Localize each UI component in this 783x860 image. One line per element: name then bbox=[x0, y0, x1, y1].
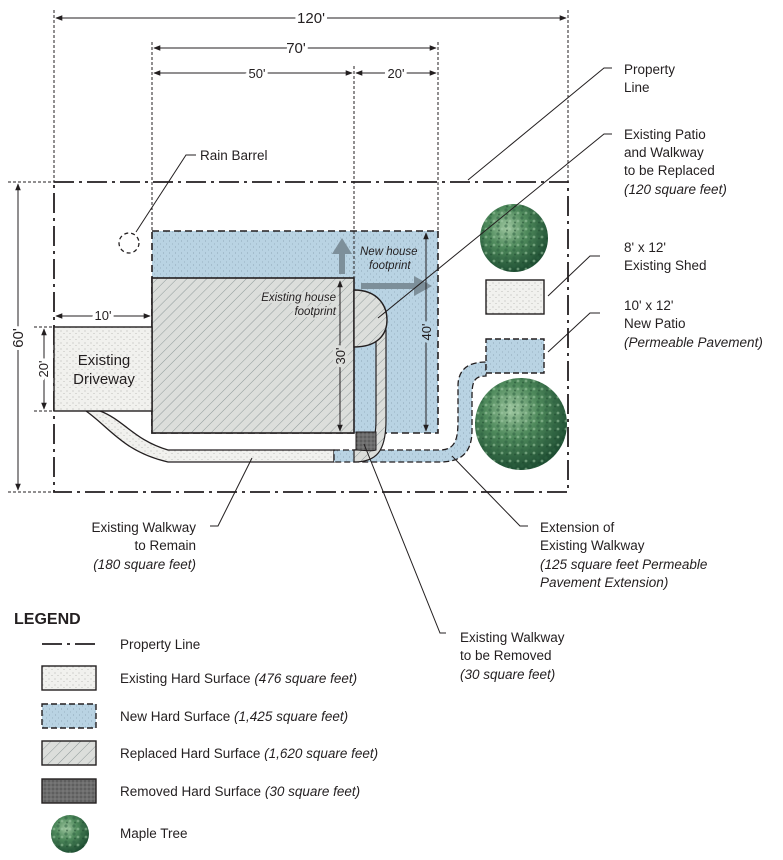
driveway-label: Existing bbox=[78, 352, 131, 369]
legend-removed: Removed Hard Surface (30 square feet) bbox=[120, 784, 360, 799]
expansion-arrow-icon bbox=[361, 276, 432, 296]
existing-house-footprint bbox=[151, 277, 355, 434]
walk-remain-label: Existing Walkway bbox=[91, 520, 196, 535]
dim-60: 60' bbox=[10, 328, 27, 348]
maple-tree-icon bbox=[475, 378, 567, 470]
rain-barrel-icon bbox=[118, 232, 140, 254]
legend-maple-tree: Maple Tree bbox=[120, 826, 188, 841]
new-patio-label: (Permeable Pavement) bbox=[624, 335, 763, 350]
existing-house-label: footprint bbox=[294, 306, 336, 318]
walk-removed-label: to be Removed bbox=[460, 648, 552, 663]
extension-area: Pavement Extension) bbox=[540, 575, 668, 590]
walk-removed-label: Existing Walkway bbox=[460, 630, 565, 645]
new-patio-label: 10' x 12' bbox=[624, 298, 673, 313]
patio-replaced-area: (120 square feet) bbox=[624, 182, 727, 197]
walk-remain-label: to Remain bbox=[134, 538, 196, 553]
new-patio bbox=[485, 338, 545, 374]
legend-replaced-swatch bbox=[41, 740, 97, 766]
patio-replaced-label: Existing Patio bbox=[624, 127, 706, 142]
walk-remain-area: (180 square feet) bbox=[93, 557, 196, 572]
dim-10: 10' bbox=[95, 308, 112, 323]
new-house-label: footprint bbox=[369, 260, 411, 272]
legend-property-line: Property Line bbox=[120, 637, 200, 652]
driveway-label: Driveway bbox=[73, 371, 135, 388]
legend-new: New Hard Surface (1,425 square feet) bbox=[120, 709, 348, 724]
removed-walkway bbox=[355, 431, 377, 452]
extension-area: (125 square feet Permeable bbox=[540, 557, 707, 572]
dim-20-top: 20' bbox=[388, 66, 405, 81]
legend-tree-icon bbox=[51, 815, 89, 853]
walkway-extension bbox=[333, 361, 487, 463]
shed-label: 8' x 12' bbox=[624, 240, 666, 255]
legend-replaced: Replaced Hard Surface (1,620 square feet… bbox=[120, 746, 378, 761]
existing-house-label: Existing house bbox=[261, 292, 336, 304]
new-house-label: New house bbox=[360, 246, 418, 258]
legend: LEGEND Property Line Existing Hard Surfa… bbox=[14, 611, 378, 853]
property-line-label: Property bbox=[624, 62, 675, 77]
legend-title: LEGEND bbox=[14, 611, 81, 628]
replaced-patio bbox=[353, 289, 388, 348]
dim-120: 120' bbox=[297, 10, 325, 27]
legend-existing-swatch bbox=[41, 665, 97, 691]
legend-new-swatch bbox=[41, 703, 97, 729]
maple-tree-icon bbox=[480, 204, 548, 272]
dimension-lines bbox=[8, 10, 569, 493]
new-patio-label: New Patio bbox=[624, 316, 686, 331]
legend-existing: Existing Hard Surface (476 square feet) bbox=[120, 671, 357, 686]
dim-40: 40' bbox=[419, 324, 434, 341]
existing-walkway bbox=[83, 410, 335, 463]
patio-replaced-label: and Walkway bbox=[624, 145, 704, 160]
shed-label: Existing Shed bbox=[624, 258, 707, 273]
expansion-arrow-icon bbox=[332, 238, 352, 274]
rain-barrel-label: Rain Barrel bbox=[200, 148, 268, 163]
extension-label: Existing Walkway bbox=[540, 538, 645, 553]
leader-lines bbox=[135, 67, 612, 634]
legend-removed-swatch bbox=[41, 778, 97, 804]
dim-70: 70' bbox=[286, 40, 306, 57]
existing-shed bbox=[485, 279, 545, 315]
dim-50: 50' bbox=[249, 66, 266, 81]
dim-20-driveway: 20' bbox=[36, 361, 51, 378]
dim-30: 30' bbox=[333, 348, 348, 365]
patio-replaced-label: to be Replaced bbox=[624, 163, 715, 178]
extension-label: Extension of bbox=[540, 520, 615, 535]
property-line-label: Line bbox=[624, 80, 650, 95]
walk-removed-area: (30 square feet) bbox=[460, 667, 555, 682]
existing-driveway bbox=[53, 326, 153, 412]
